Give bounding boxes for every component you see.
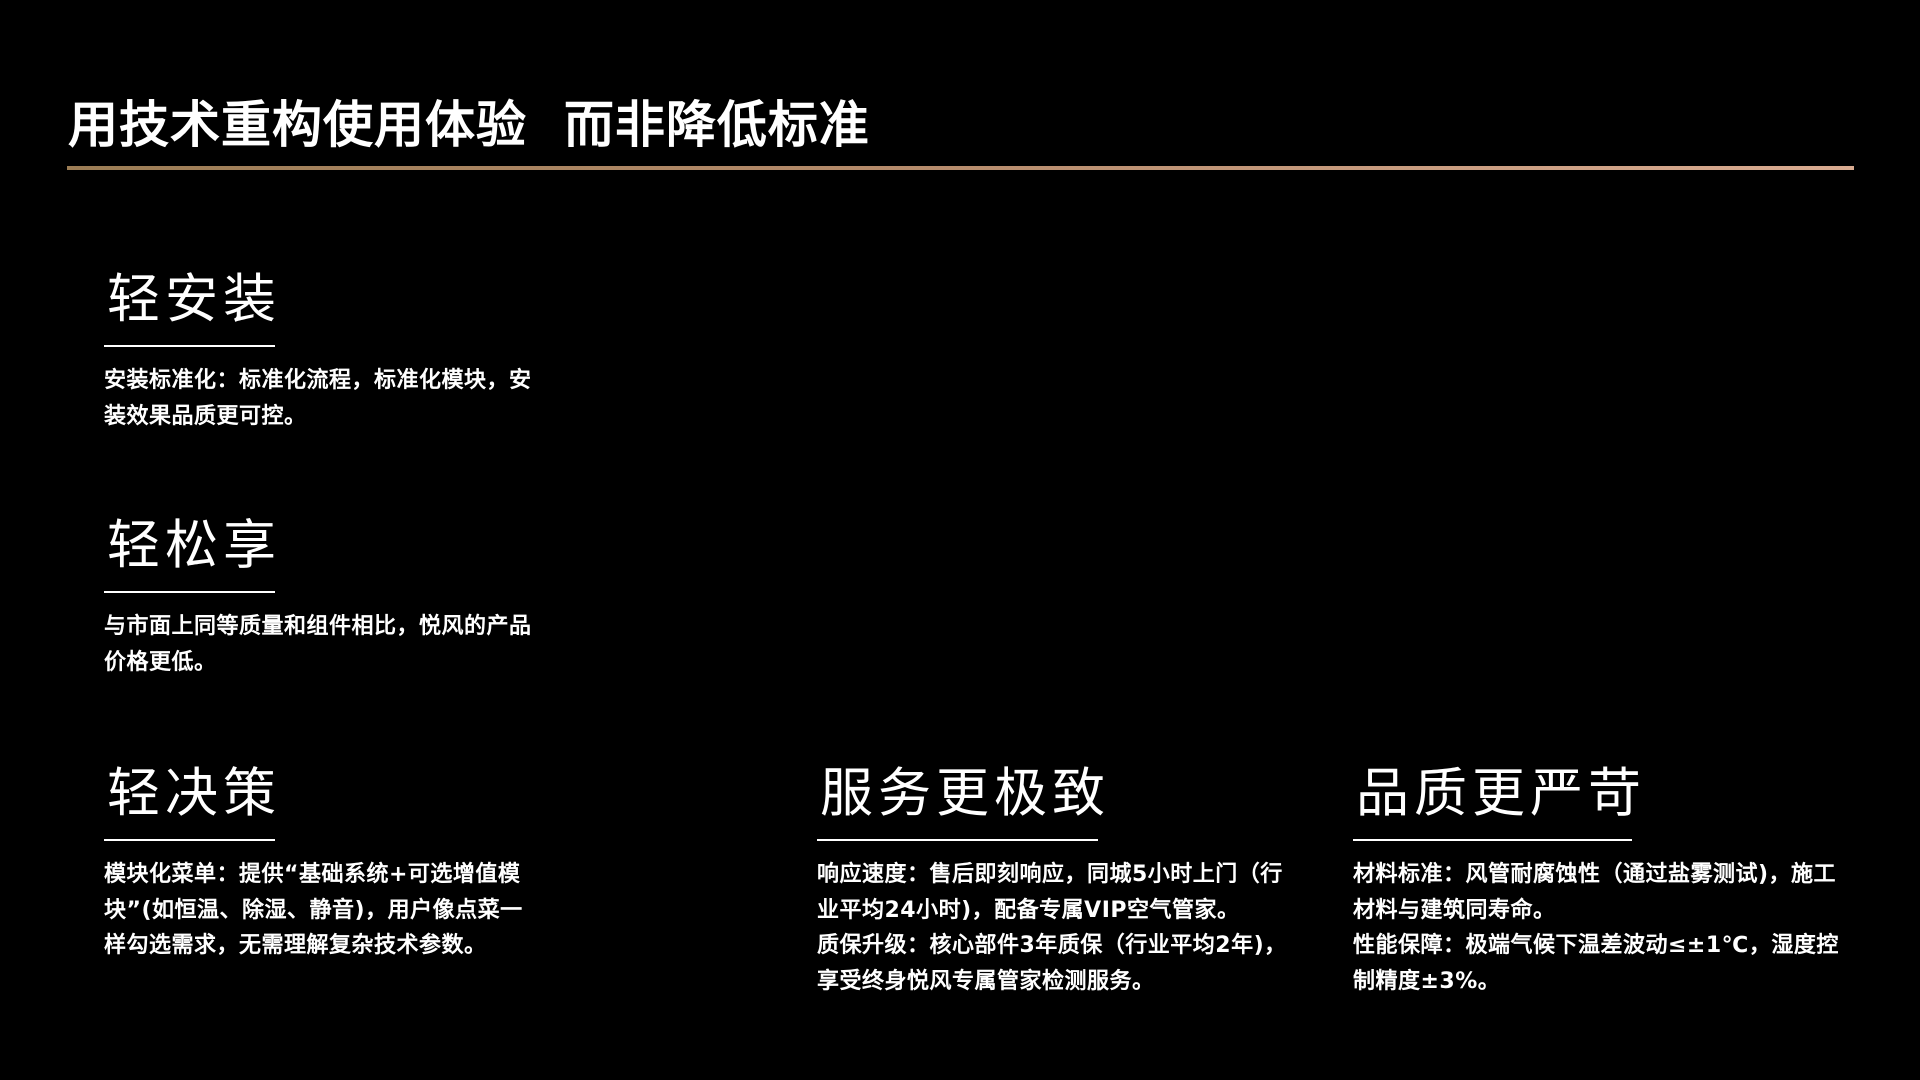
feature-paragraph: 材料标准：风管耐腐蚀性（通过盐雾测试)，施工材料与建筑同寿命。 — [1353, 862, 1837, 923]
feature-easy-install: 轻安装 安装标准化：标准化流程，标准化模块，安装效果品质更可控。 — [104, 268, 544, 434]
feature-heading: 品质更严苛 — [1356, 763, 1646, 824]
feature-heading: 轻松享 — [107, 515, 281, 576]
feature-description: 模块化菜单：提供“基础系统+可选增值模块”(如恒温、除湿、静音)，用户像点菜一样… — [104, 857, 544, 964]
feature-heading: 服务更极致 — [820, 763, 1110, 824]
feature-divider — [104, 345, 275, 347]
feature-paragraph: 响应速度：售后即刻响应，同城5小时上门（行业平均24小时)，配备专属VIP空气管… — [817, 862, 1283, 923]
feature-divider — [104, 591, 275, 593]
feature-divider — [104, 839, 275, 841]
feature-paragraph: 性能保障：极端气候下温差波动≤±1℃，湿度控制精度±3%。 — [1353, 933, 1839, 994]
title-divider — [67, 166, 1854, 170]
feature-heading: 轻安装 — [107, 269, 281, 330]
feature-description: 与市面上同等质量和组件相比，悦风的产品价格更低。 — [104, 609, 544, 680]
feature-paragraph: 质保升级：核心部件3年质保（行业平均2年)，享受终身悦风专属管家检测服务。 — [817, 933, 1287, 994]
feature-description: 材料标准：风管耐腐蚀性（通过盐雾测试)，施工材料与建筑同寿命。 性能保障：极端气… — [1353, 857, 1839, 999]
feature-heading: 轻决策 — [107, 763, 281, 824]
feature-divider — [1353, 839, 1632, 841]
feature-stricter-quality: 品质更严苛 材料标准：风管耐腐蚀性（通过盐雾测试)，施工材料与建筑同寿命。 性能… — [1353, 762, 1839, 999]
feature-description: 安装标准化：标准化流程，标准化模块，安装效果品质更可控。 — [104, 363, 544, 434]
slide-title: 用技术重构使用体验 而非降低标准 — [68, 96, 870, 154]
feature-paragraph: 与市面上同等质量和组件相比，悦风的产品价格更低。 — [104, 614, 532, 675]
feature-paragraph: 模块化菜单：提供“基础系统+可选增值模块”(如恒温、除湿、静音)，用户像点菜一样… — [104, 862, 523, 958]
feature-description: 响应速度：售后即刻响应，同城5小时上门（行业平均24小时)，配备专属VIP空气管… — [817, 857, 1303, 999]
feature-better-service: 服务更极致 响应速度：售后即刻响应，同城5小时上门（行业平均24小时)，配备专属… — [817, 762, 1303, 999]
feature-divider — [817, 839, 1098, 841]
feature-easy-decision: 轻决策 模块化菜单：提供“基础系统+可选增值模块”(如恒温、除湿、静音)，用户像… — [104, 762, 544, 964]
feature-easy-enjoy: 轻松享 与市面上同等质量和组件相比，悦风的产品价格更低。 — [104, 514, 544, 680]
feature-paragraph: 安装标准化：标准化流程，标准化模块，安装效果品质更可控。 — [104, 368, 532, 429]
